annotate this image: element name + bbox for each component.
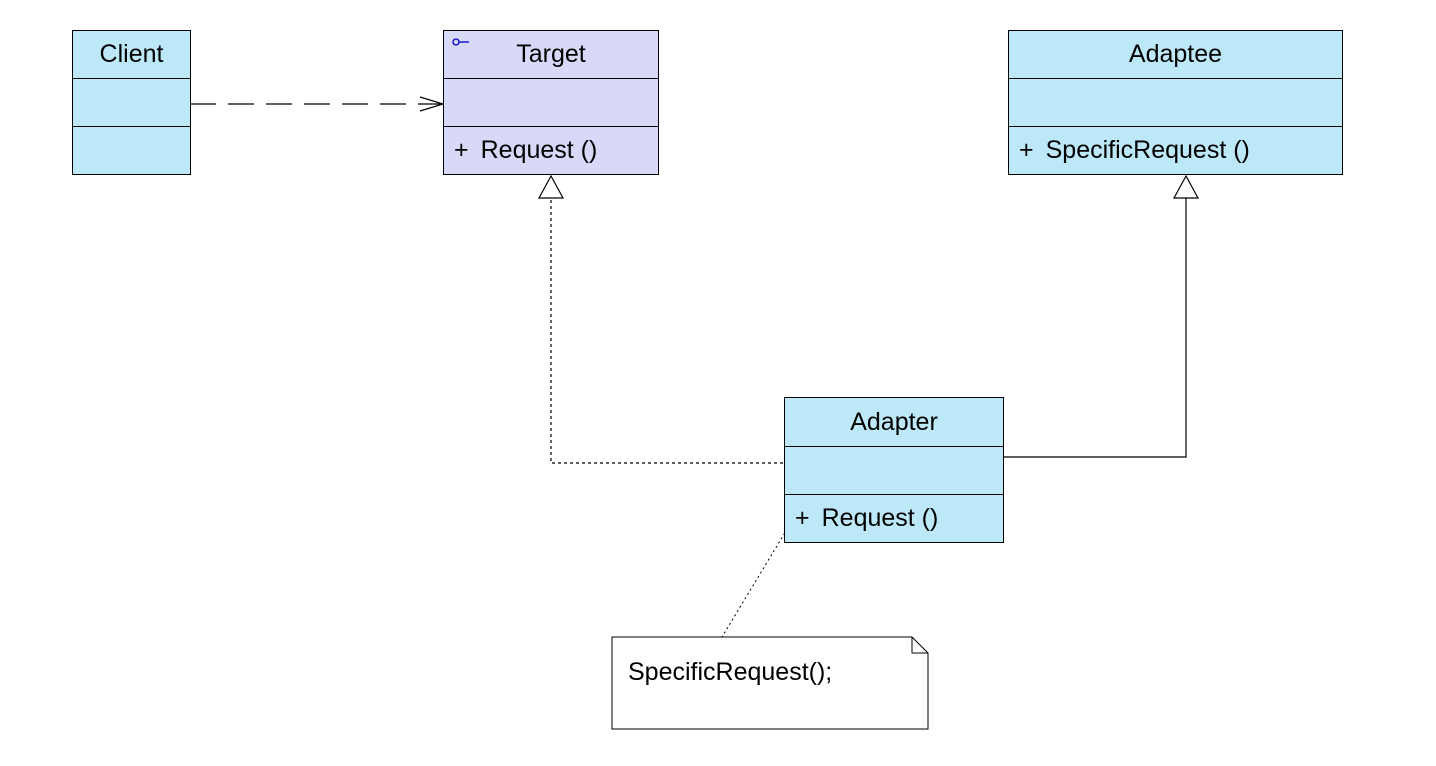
operation-name: Request () (821, 504, 939, 532)
class-target[interactable]: Target + Request () (443, 30, 659, 175)
class-adapter-attributes (785, 447, 1003, 495)
note-text: SpecificRequest(); (628, 658, 833, 686)
realization-adapter-target (537, 174, 783, 464)
class-name-label: Client (99, 40, 164, 68)
interface-icon (452, 38, 469, 46)
class-client-name: Client (73, 31, 190, 79)
class-adaptee-name: Adaptee (1009, 31, 1342, 79)
operation-name: Request () (480, 136, 598, 164)
class-name-label: Target (516, 40, 586, 68)
note-anchor-line (721, 515, 796, 638)
class-adapter-operations: + Request () (785, 495, 1003, 542)
dependency-client-target (190, 96, 446, 112)
class-target-operations: + Request () (444, 127, 658, 174)
class-client-attributes (73, 79, 190, 127)
class-client[interactable]: Client (72, 30, 191, 175)
class-name-label: Adapter (850, 407, 938, 436)
class-adaptee[interactable]: Adaptee + SpecificRequest () (1008, 30, 1343, 175)
class-adapter[interactable]: Adapter + Request () (784, 397, 1004, 543)
class-adaptee-operations: + SpecificRequest () (1009, 127, 1342, 174)
operation-visibility: + (1019, 136, 1034, 164)
class-adapter-name: Adapter (785, 398, 1003, 447)
operation-visibility: + (795, 504, 810, 532)
class-target-name: Target (444, 31, 658, 79)
class-target-attributes (444, 79, 658, 127)
class-client-operations (73, 127, 190, 174)
operation-name: SpecificRequest () (1045, 136, 1250, 164)
class-name-label: Adaptee (1128, 40, 1223, 68)
note-shape (611, 636, 929, 730)
generalization-adapter-adaptee (1003, 174, 1200, 458)
class-adaptee-attributes (1009, 79, 1342, 127)
operation-visibility: + (454, 136, 469, 164)
